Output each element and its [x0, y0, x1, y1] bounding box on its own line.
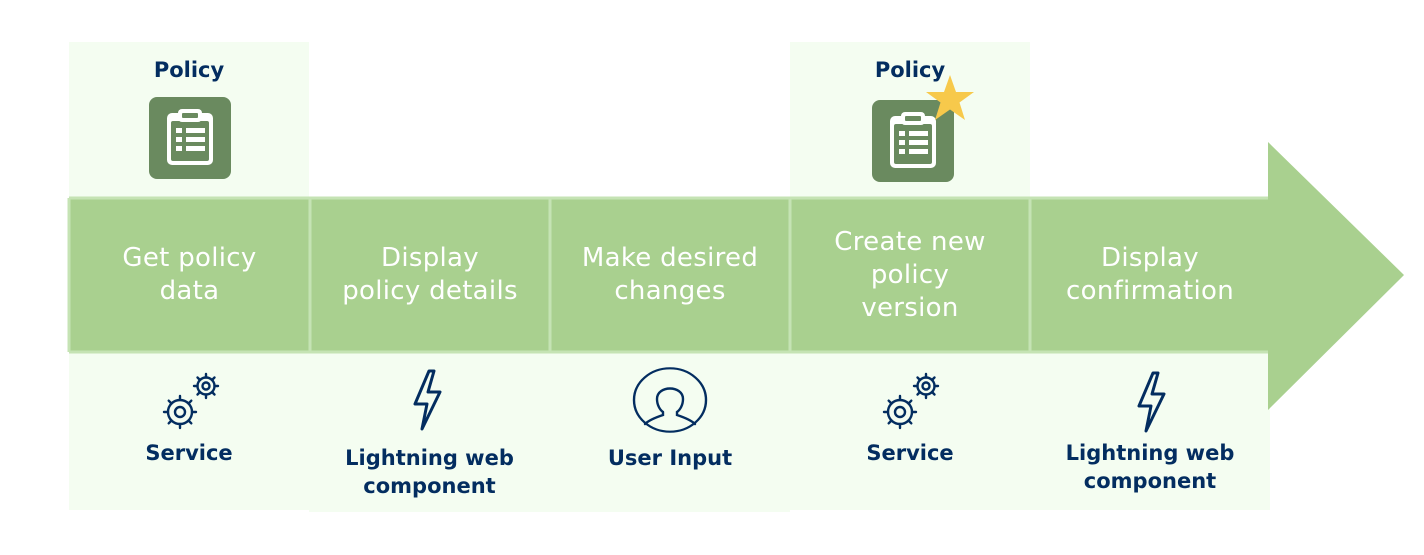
policy-object-icon-1 — [149, 97, 231, 179]
clipboard-icon — [167, 109, 213, 165]
component-label-4: Service — [866, 441, 954, 465]
user-icon — [632, 367, 708, 433]
step-label-1: Get policy data — [122, 243, 257, 306]
gears-icon — [162, 372, 220, 430]
lightning-bolt-icon — [1137, 371, 1166, 433]
arrow-shape — [69, 142, 1404, 410]
step-label-2: Display policy details — [342, 243, 518, 306]
star-icon — [926, 75, 974, 120]
component-panel-1 — [69, 352, 309, 510]
policy-object-icon-2 — [872, 100, 954, 182]
clipboard-icon — [890, 112, 936, 168]
gears-icon — [882, 372, 940, 430]
component-label-3: User Input — [607, 446, 733, 470]
step-label-5: Display confirmation — [1066, 243, 1234, 306]
object-label-2: Policy — [874, 58, 946, 82]
lightning-bolt-icon — [413, 369, 442, 431]
step-label-3: Make desired changes — [581, 243, 759, 306]
component-panel-4 — [790, 352, 1030, 510]
step-label-4: Create new policy version — [834, 226, 986, 323]
component-label-5: Lightning web component — [1065, 441, 1235, 493]
component-label-1: Service — [145, 441, 233, 465]
component-label-2: Lightning web component — [345, 446, 514, 498]
object-label-1: Policy — [153, 58, 225, 82]
component-panel-2 — [309, 352, 550, 512]
